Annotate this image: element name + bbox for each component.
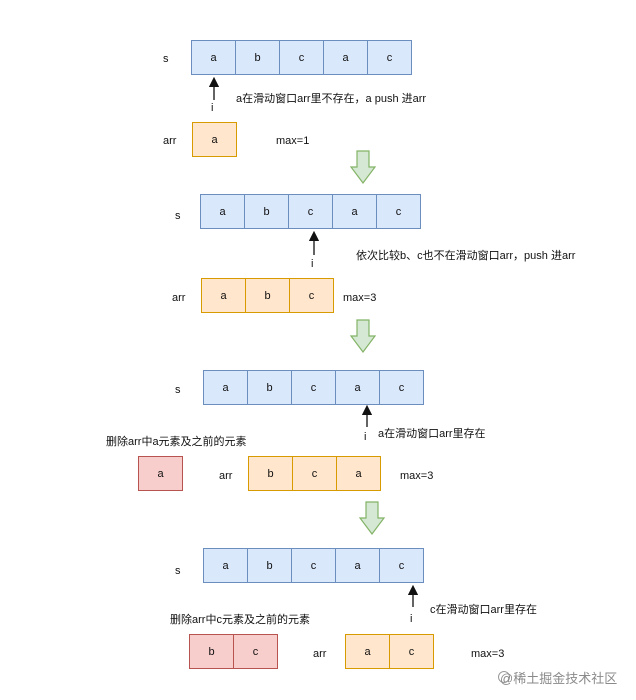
s-cell: b [235,40,280,75]
s-label-4: s [175,565,181,577]
s-cell: a [332,194,377,229]
max-label-4: max=3 [471,648,505,660]
s-label-2: s [175,210,181,222]
step-note-4: c在滑动窗口arr里存在 [430,604,537,616]
arr-cell: c [292,456,337,491]
step-note-3: a在滑动窗口arr里存在 [378,428,486,440]
arr-cell: b [248,456,293,491]
watermark-icon [498,671,510,683]
s-cell: c [288,194,333,229]
arr-label-3: arr [219,470,233,482]
step-arrow-3 [358,501,386,535]
arr-cell: a [192,122,237,157]
s-cell: c [279,40,324,75]
arr-array-2: a b c [201,278,334,313]
s-cell: a [323,40,368,75]
s-cell: c [291,370,336,405]
arr-array-3: b c a [248,456,381,491]
s-cell: c [379,548,424,583]
s-array-2: a b c a c [200,194,421,229]
s-cell: c [379,370,424,405]
s-cell: a [200,194,245,229]
s-label-3: s [175,384,181,396]
removed-note-4: 删除arr中c元素及之前的元素 [170,614,310,626]
watermark-text: @稀土掘金技术社区 [500,671,618,686]
s-cell: c [291,548,336,583]
s-cell: a [203,370,248,405]
pointer-label-1: i [211,102,214,114]
arr-label-2: arr [172,292,186,304]
s-cell: c [367,40,412,75]
step-note-1: a在滑动窗口arr里不存在，a push 进arr [236,93,427,105]
max-label-2: max=3 [343,292,377,304]
pointer-label-3: i [364,431,367,443]
s-cell: c [376,194,421,229]
arr-label-1: arr [163,135,177,147]
s-label-1: s [163,53,169,65]
s-array-4: a b c a c [203,548,424,583]
arr-cell: a [336,456,381,491]
arr-array-1: a [192,122,237,157]
s-array-1: a b c a c [191,40,412,75]
arr-cell: a [345,634,390,669]
arr-cell: b [245,278,290,313]
s-cell: b [244,194,289,229]
removed-cell: b [189,634,234,669]
pointer-label-2: i [311,258,314,270]
s-cell: a [335,370,380,405]
max-label-3: max=3 [400,470,434,482]
s-cell: b [247,370,292,405]
pointer-label-4: i [410,613,413,625]
step-arrow-2 [349,319,377,353]
removed-array-4: b c [189,634,278,669]
arr-cell: c [289,278,334,313]
removed-cell: a [138,456,183,491]
arr-cell: a [201,278,246,313]
s-cell: a [335,548,380,583]
max-label-1: max=1 [276,135,310,147]
step-arrow-1 [349,150,377,184]
arr-cell: c [389,634,434,669]
s-cell: a [203,548,248,583]
step-note-2: 依次比较b、c也不在滑动窗口arr，push 进arr [356,250,576,262]
s-cell: b [247,548,292,583]
removed-cell: c [233,634,278,669]
s-array-3: a b c a c [203,370,424,405]
arr-label-4: arr [313,648,327,660]
s-cell: a [191,40,236,75]
removed-note-3: 删除arr中a元素及之前的元素 [106,436,247,448]
arr-array-4: a c [345,634,434,669]
removed-array-3: a [138,456,183,491]
